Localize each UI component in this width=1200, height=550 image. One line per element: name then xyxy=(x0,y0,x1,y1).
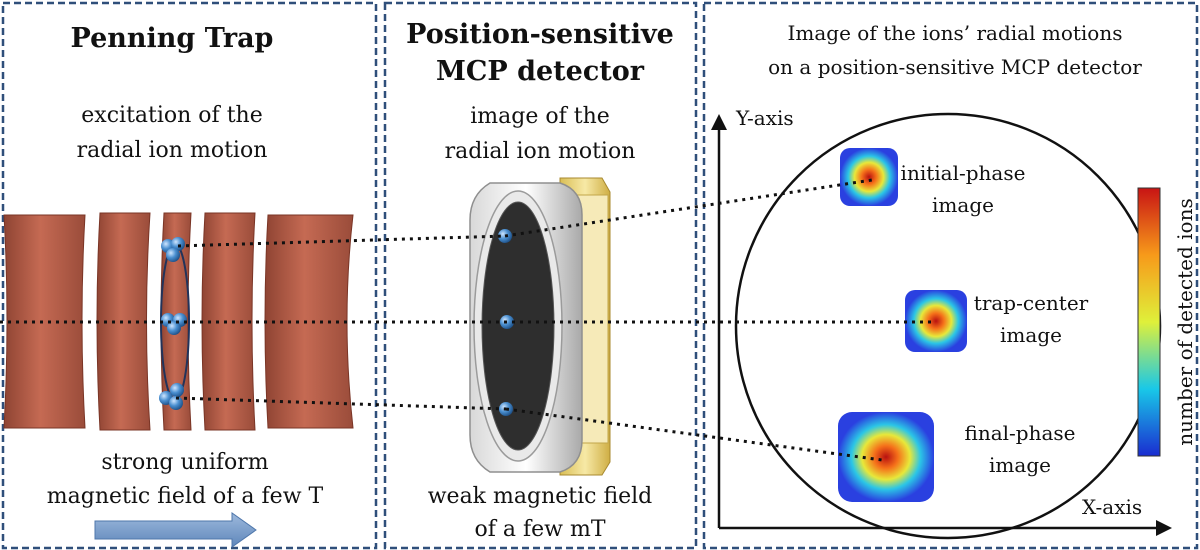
projection-line-initial-a xyxy=(177,234,506,248)
ion xyxy=(169,396,183,410)
trap-bottom-line2: magnetic field of a few T xyxy=(47,484,324,509)
trap-electrodes xyxy=(3,212,354,431)
field-arrow-icon xyxy=(94,512,257,548)
panel-trap-border xyxy=(1,1,378,550)
ion xyxy=(170,383,184,397)
ion xyxy=(166,248,180,262)
spot-heatmap xyxy=(905,290,967,352)
detector-bottom-line1: weak magnetic field xyxy=(428,484,653,509)
mcp-face xyxy=(481,201,555,451)
spot-final-label-line2: image xyxy=(989,453,1051,477)
image-title-line1: Image of the ions’ radial motions xyxy=(788,21,1123,45)
trap-bottom-line1: strong uniform xyxy=(101,450,268,475)
panel-image-border xyxy=(702,1,1199,550)
electrode-5 xyxy=(264,214,354,429)
detector-title-line1: Position-sensitive xyxy=(406,19,674,50)
detector-subtitle-line1: image of the xyxy=(470,104,610,129)
electrode-1 xyxy=(3,214,86,429)
y-axis-label: Y-axis xyxy=(735,106,794,130)
colorbar-label: number of detected ions xyxy=(1173,198,1197,445)
detector-title-line2: MCP detector xyxy=(436,56,645,87)
detector-bottom-line2: of a few mT xyxy=(474,517,605,542)
spot-initial-label-line1: initial-phase xyxy=(901,161,1026,185)
spot-heatmap xyxy=(840,148,898,206)
spot-initial-label-line2: image xyxy=(932,193,994,217)
ion-spot-center xyxy=(905,290,967,352)
detector-subtitle-line2: radial ion motion xyxy=(445,139,636,164)
trap-title: Penning Trap xyxy=(71,23,274,54)
spot-center-label-line2: image xyxy=(1000,323,1062,347)
panel-detector-border xyxy=(383,1,698,550)
trap-subtitle-line2: radial ion motion xyxy=(77,138,268,163)
ion xyxy=(171,237,185,251)
x-axis-arrow-icon xyxy=(1156,520,1172,536)
image-axes xyxy=(711,114,1172,536)
image-title-line2: on a position-sensitive MCP detector xyxy=(768,55,1142,79)
electrode-4 xyxy=(201,212,256,431)
mcp-detector xyxy=(469,177,611,476)
colorbar xyxy=(1137,187,1161,457)
projection-lines xyxy=(0,178,935,462)
spot-heatmap xyxy=(838,412,934,502)
trap-ions xyxy=(159,237,187,410)
projection-line-initial-b xyxy=(504,178,873,238)
ion xyxy=(167,321,181,335)
ion-spot-initial xyxy=(840,148,898,206)
spot-final-label-line1: final-phase xyxy=(964,421,1075,445)
spot-center-label-line1: trap-center xyxy=(974,291,1089,315)
x-axis-label: X-axis xyxy=(1082,495,1142,519)
y-axis-arrow-icon xyxy=(711,114,727,130)
trap-subtitle-line1: excitation of the xyxy=(81,103,262,128)
electrode-2 xyxy=(96,212,151,431)
ion-spot-final xyxy=(838,412,934,502)
